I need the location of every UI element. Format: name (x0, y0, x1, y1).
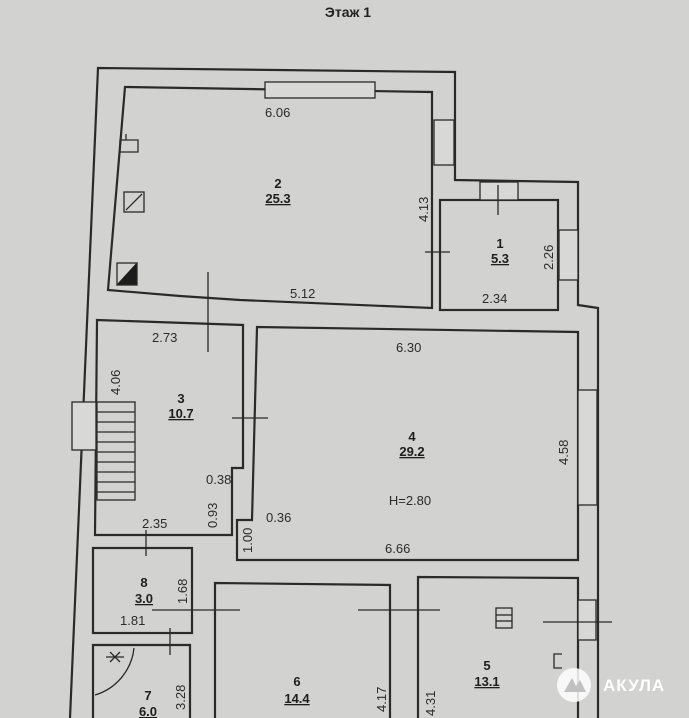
room-3-area: 10.7 (168, 406, 193, 421)
room-4-walls (235, 325, 580, 562)
dim-r4-right: 4.58 (556, 440, 571, 465)
radiator-icon (495, 607, 513, 629)
room-7-number: 7 (144, 688, 151, 703)
boiler-icon (115, 261, 138, 286)
room-5-area: 13.1 (474, 674, 499, 689)
dim-r5-left: 4.31 (423, 691, 438, 716)
dim-r8-right: 1.68 (175, 579, 190, 604)
dim-r4-bottom: 6.66 (385, 541, 410, 556)
room-8-number: 8 (140, 575, 147, 590)
dim-r3-step-height: 0.93 (205, 503, 220, 528)
room-1-area: 5.3 (491, 251, 509, 266)
room-8-walls (91, 546, 194, 635)
dim-r3-left: 4.06 (108, 370, 123, 395)
ceiling-height: H=2.80 (389, 493, 431, 508)
room-7-area: 6.0 (139, 704, 157, 718)
outer-wall (68, 66, 600, 718)
room-5-number: 5 (483, 658, 490, 673)
dim-r4-step-width: 0.36 (266, 510, 291, 525)
dim-r7-right: 3.28 (173, 685, 188, 710)
dim-r3-bottom: 2.35 (142, 516, 167, 531)
shower-icon (106, 651, 124, 663)
watermark-logo (557, 668, 591, 702)
dim-r1-bottom: 2.34 (482, 291, 507, 306)
stove-icon (123, 191, 145, 213)
room-1-number: 1 (496, 236, 503, 251)
dim-r1-right: 2.26 (541, 245, 556, 270)
window (577, 389, 598, 506)
dim-r4-top: 6.30 (396, 340, 421, 355)
window (558, 229, 579, 281)
room-3-walls (93, 318, 245, 537)
window (479, 181, 519, 201)
window (71, 401, 97, 451)
room-2-walls (106, 85, 434, 310)
room-6-area: 14.4 (284, 691, 310, 706)
room-6-walls (213, 581, 392, 718)
room-6-number: 6 (293, 674, 300, 689)
dim-r2-bottom: 5.12 (290, 286, 315, 301)
dim-r4-step-height: 1.00 (240, 528, 255, 553)
dim-r2-right: 4.13 (416, 197, 431, 222)
room-8-area: 3.0 (135, 591, 153, 606)
dim-r8-bottom: 1.81 (120, 613, 145, 628)
door-marks (94, 185, 612, 696)
room-3-number: 3 (177, 391, 184, 406)
watermark-text: АКУЛА (603, 676, 665, 695)
room-4-area: 29.2 (399, 444, 424, 459)
floor-title: Этаж 1 (325, 4, 371, 20)
dim-r3-step-width: 0.38 (206, 472, 231, 487)
dim-r6-right: 4.17 (374, 687, 389, 712)
window (577, 599, 597, 641)
dim-r3-top: 2.73 (152, 330, 177, 345)
dim-r2-top: 6.06 (265, 105, 290, 120)
room-7-walls (91, 643, 192, 718)
window (433, 119, 455, 166)
room-2-number: 2 (274, 176, 281, 191)
sink-icon (119, 134, 139, 153)
sink-icon (553, 653, 562, 669)
stairs-icon (96, 401, 136, 501)
window (264, 81, 376, 99)
room-4-number: 4 (408, 429, 416, 444)
room-5-walls (416, 575, 580, 718)
room-2-area: 25.3 (265, 191, 290, 206)
